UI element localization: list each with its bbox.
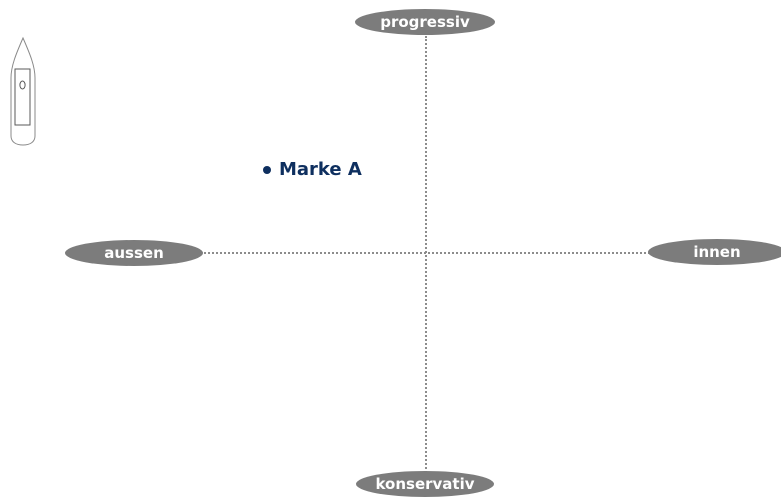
axis-label-aussen: aussen xyxy=(65,240,203,266)
marker-dot xyxy=(263,165,271,174)
vertical-axis xyxy=(425,36,427,476)
axis-label-konservativ: konservativ xyxy=(356,471,494,497)
marker-label: Marke A xyxy=(279,159,362,180)
axis-label-progressiv: progressiv xyxy=(355,9,495,35)
axis-label-innen: innen xyxy=(648,239,781,265)
boat-icon xyxy=(8,36,38,148)
brand-marker: Marke A xyxy=(263,159,362,180)
horizontal-axis xyxy=(200,252,650,254)
